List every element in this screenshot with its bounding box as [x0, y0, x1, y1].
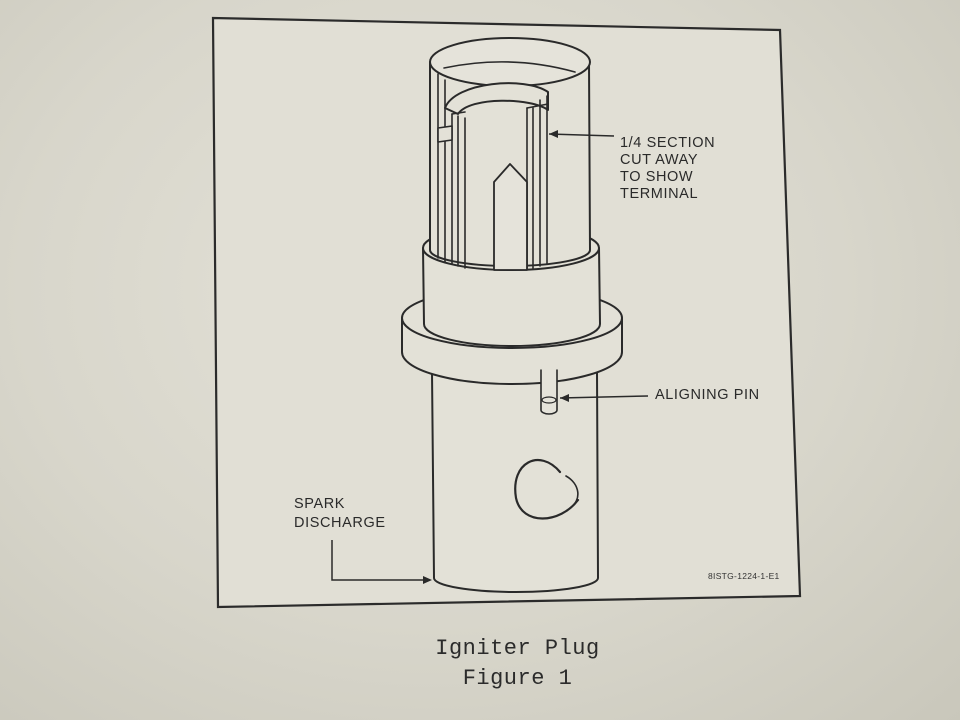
spark-discharge-port: [514, 459, 580, 520]
spark-line-2: DISCHARGE: [294, 515, 386, 531]
spark-leader: [331, 540, 430, 581]
aligning-pin-label: ALIGNING PIN: [655, 387, 760, 403]
leader-lines: [331, 130, 649, 584]
terminal-pin: [493, 163, 528, 271]
caption-title: Igniter Plug: [435, 636, 600, 661]
section-line-3: TO SHOW: [620, 169, 693, 185]
callout-spark: SPARK DISCHARGE: [294, 496, 386, 531]
drawing-code: 8ISTG-1224-1-E1: [708, 571, 780, 581]
section-leader: [548, 133, 615, 137]
callout-section: 1/4 SECTION CUT AWAY TO SHOW TERMINAL: [620, 135, 715, 202]
plug-collar: [422, 247, 601, 347]
igniter-plug-drawing: [401, 37, 623, 593]
section-line-4: TERMINAL: [620, 186, 698, 202]
aligning-pin-shape: [540, 369, 558, 415]
caption-figure-number: Figure 1: [462, 666, 573, 691]
cutaway-inner-rim: [444, 82, 549, 115]
aligning-pin-leader: [559, 395, 649, 399]
section-line-2: CUT AWAY: [620, 152, 698, 168]
spark-line-1: SPARK: [294, 496, 345, 512]
section-line-1: 1/4 SECTION: [620, 135, 715, 151]
